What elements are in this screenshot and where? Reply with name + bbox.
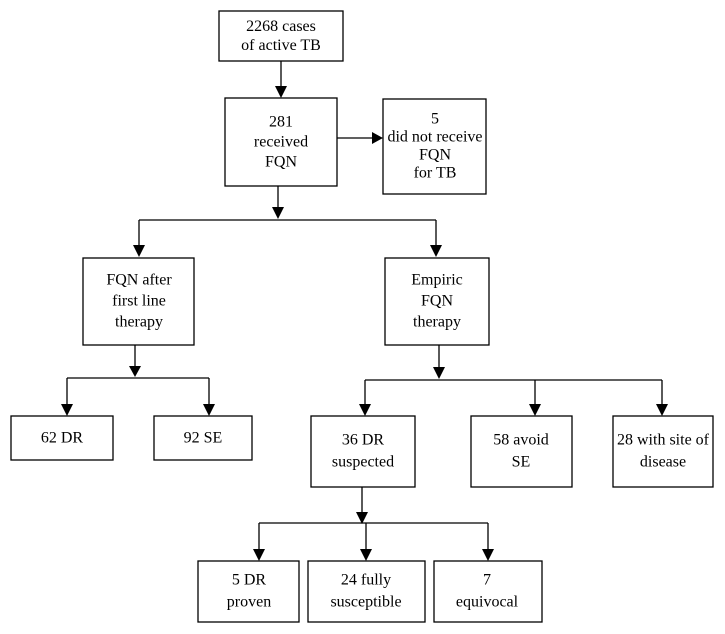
node-label-line: 5 — [431, 111, 439, 128]
node-label-line: first line — [112, 293, 166, 310]
arrow-to-62dr — [61, 404, 73, 416]
node-label-line: 281 — [269, 114, 293, 131]
node-label-line: for TB — [414, 165, 457, 182]
node-label-line: 92 SE — [184, 430, 223, 447]
node-label-line: 36 DR — [342, 432, 385, 449]
node-label-line: proven — [227, 594, 271, 611]
node-label-line: of active TB — [241, 37, 321, 54]
node-5-dr-proven: 5 DR proven — [197, 560, 300, 623]
node-label-line: FQN after — [106, 272, 172, 289]
node-92-se: 92 SE — [153, 415, 253, 461]
node-36-dr-suspected: 36 DR suspected — [310, 415, 416, 488]
node-label-line: suspected — [332, 454, 394, 471]
arrow-to-24fully — [360, 549, 372, 561]
node-label-line: 62 DR — [41, 430, 84, 447]
node-label-line: SE — [512, 454, 531, 471]
node-62-dr: 62 DR — [10, 415, 114, 461]
node-label-line: FQN — [419, 147, 451, 164]
node-label-line: equivocal — [456, 594, 519, 611]
arrow-to-received — [275, 86, 287, 98]
arrow-to-58avoid — [529, 404, 541, 416]
node-label-line: did not receive — [387, 129, 482, 146]
node-label-line: 58 avoid — [493, 432, 549, 449]
arrow-empiric-stem — [433, 367, 445, 379]
node-label-line: 5 DR — [232, 572, 267, 589]
arrow-after-first-stem — [129, 366, 141, 377]
node-label-line: FQN — [265, 154, 297, 171]
node-28-with-site-of-disease: 28 with site of disease — [612, 415, 714, 488]
node-label-line: 28 with site of — [617, 432, 710, 449]
arrowheads — [61, 86, 668, 561]
arrow-to-empiric — [430, 245, 442, 257]
arrow-to-after-first — [133, 245, 145, 257]
arrow-36dr-stem — [356, 512, 368, 524]
node-label-line: 24 fully — [341, 572, 391, 589]
arrow-to-5dr — [253, 549, 265, 561]
arrow-to-not-received — [372, 132, 383, 144]
node-label-line: disease — [640, 454, 686, 471]
node-label-line: therapy — [413, 314, 461, 331]
node-label-line: received — [254, 134, 308, 151]
node-label-line: 2268 cases — [246, 18, 316, 35]
arrow-to-36dr — [359, 404, 371, 416]
node-label-line: Empiric — [411, 272, 463, 289]
node-label-line: FQN — [421, 293, 453, 310]
arrow-received-stem — [272, 207, 284, 219]
node-7-equivocal: 7 equivocal — [433, 560, 543, 623]
arrow-to-7equiv — [482, 549, 494, 561]
connectors — [66, 61, 663, 549]
node-fqn-after-first-line: FQN after first line therapy — [82, 257, 195, 346]
node-24-fully-susceptible: 24 fully susceptible — [307, 560, 426, 623]
node-label-line: therapy — [115, 314, 163, 331]
arrow-to-92se — [203, 404, 215, 416]
node-label-line: susceptible — [330, 594, 401, 611]
arrow-to-28site — [656, 404, 668, 416]
node-total-cases: 2268 cases of active TB — [218, 10, 344, 62]
node-label-line: 7 — [483, 572, 491, 589]
